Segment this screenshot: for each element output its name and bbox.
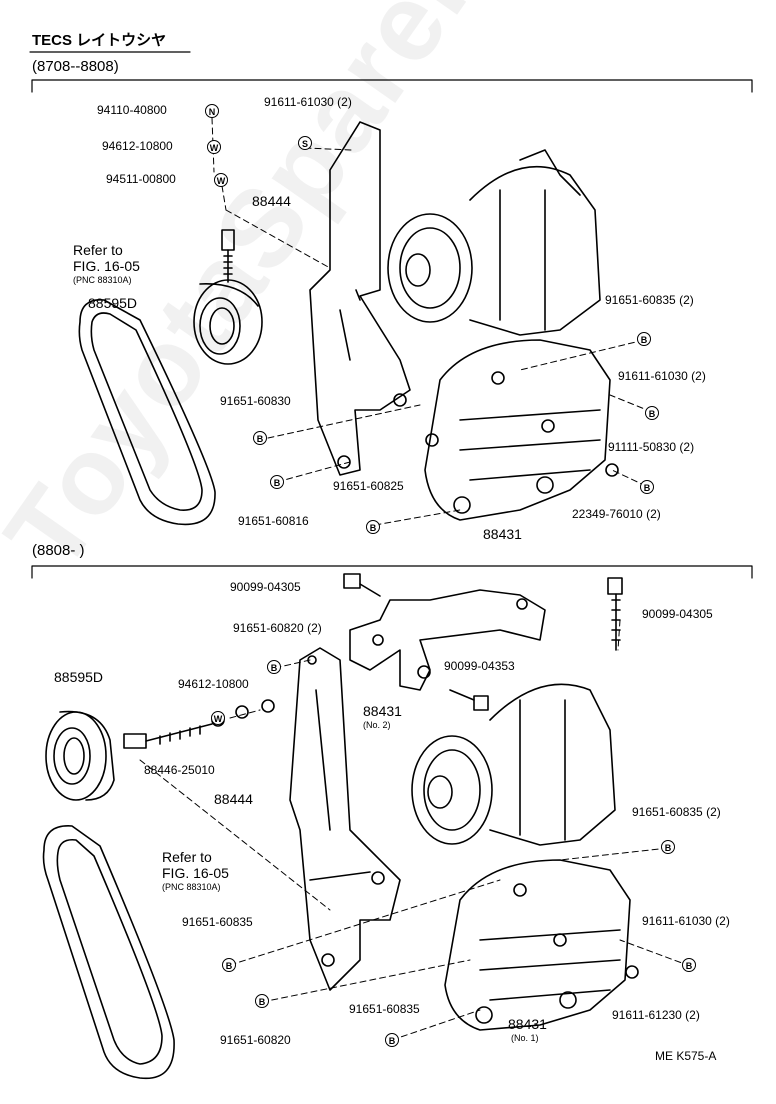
s2-long-bolt — [123, 699, 275, 749]
label-s-1030-2: 91611-61030 (2) — [642, 914, 730, 928]
nut-icon: N — [205, 104, 219, 118]
label-nut: 94110-40800 — [97, 103, 167, 117]
label-b-835: 91651-60835 (2) — [605, 293, 694, 307]
bolt-icon: B — [661, 840, 675, 854]
label-b-820: 91651-60820 — [220, 1033, 291, 1047]
page-title: TECS レイトウシヤ — [32, 32, 167, 49]
washer-icon: W — [211, 711, 225, 725]
s1-compressor — [387, 149, 601, 336]
label-refer2-pnc: (PNC 88310A) — [162, 882, 221, 892]
s2-bracket — [289, 647, 401, 991]
label-washer-760: 22349-76010 (2) — [572, 507, 661, 521]
label-b-835-mid: 91651-60835 — [349, 1002, 420, 1016]
label-s-1030: 91611-61030 (2) — [618, 369, 706, 383]
bolt-icon: B — [253, 431, 267, 445]
label-b-835-left: 91651-60835 — [182, 915, 253, 929]
label-bolt-a: 90099-04305 — [230, 580, 301, 594]
label-refer2: Refer to — [162, 849, 212, 865]
label-b-825: 91651-60825 — [333, 479, 404, 493]
label-b-835-2: 91651-60835 (2) — [632, 805, 721, 819]
label-bolt-b: 90099-04305 — [642, 607, 713, 621]
section1-range: (8708--8808) — [32, 58, 119, 75]
label-idler: 88595D — [88, 295, 138, 311]
label-bolt-long: 88446-25010 — [144, 763, 215, 777]
label-refer-pnc: (PNC 88310A) — [73, 275, 132, 285]
label-idler2: 88595D — [54, 669, 104, 685]
bolt-icon: B — [270, 475, 284, 489]
bolt-icon: B — [645, 406, 659, 420]
s2-bracket-no2 — [349, 589, 546, 691]
s1-stud — [221, 229, 235, 283]
label-refer: Refer to — [73, 242, 123, 258]
label-s-1230: 91611-61230 (2) — [612, 1008, 700, 1022]
label-refer2-fig: FIG. 16-05 — [162, 865, 229, 881]
s2-idler-pulley — [45, 710, 115, 801]
bolt-icon: B — [637, 332, 651, 346]
label-b-830: 91651-60830 — [220, 394, 291, 408]
label-washer2: 94612-10800 — [178, 677, 249, 691]
s1-idler-pulley — [193, 279, 263, 365]
label-bracket: 88444 — [252, 193, 291, 209]
bolt-icon: B — [222, 958, 236, 972]
label-washer-a: 94612-10800 — [102, 139, 173, 153]
section2-range: (8808- ) — [32, 542, 85, 559]
washer-icon: W — [214, 173, 228, 187]
stud-icon: S — [298, 136, 312, 150]
label-washer-b: 94511-00800 — [106, 172, 176, 186]
label-bolt-c: 90099-04353 — [444, 659, 515, 673]
figure-code: ME K575-A — [655, 1049, 717, 1063]
label-stud-top: 91611-61030 (2) — [264, 95, 352, 109]
label-bracket2: 88444 — [214, 791, 253, 807]
label-b-820-2: 91651-60820 (2) — [233, 621, 322, 635]
label-b-816: 91651-60816 — [238, 514, 309, 528]
label-refer-fig: FIG. 16-05 — [73, 258, 140, 274]
label-b-830-2: 91111-50830 (2) — [608, 440, 695, 454]
s1-main-bracket — [424, 339, 619, 521]
label-no1: (No. 1) — [511, 1033, 539, 1043]
s2-bolts — [343, 573, 623, 711]
label-bracket-no1: 88431 — [508, 1016, 547, 1032]
bolt-icon: B — [640, 480, 654, 494]
bolt-icon: B — [267, 660, 281, 674]
bolt-icon: B — [366, 520, 380, 534]
bolt-icon: B — [682, 958, 696, 972]
label-bracket-no2: 88431 — [363, 703, 402, 719]
bolt-icon: B — [385, 1033, 399, 1047]
s1-belt — [78, 299, 216, 526]
label-no2: (No. 2) — [363, 720, 391, 730]
washer-icon: W — [207, 140, 221, 154]
bolt-icon: B — [255, 994, 269, 1008]
section2-frame — [31, 565, 753, 579]
label-bracket-main: 88431 — [483, 526, 522, 542]
s2-compressor — [411, 683, 616, 846]
s1-bracket — [309, 121, 411, 476]
s2-main-bracket — [444, 859, 639, 1031]
s2-belt — [42, 825, 175, 1080]
section1-frame — [31, 79, 753, 93]
